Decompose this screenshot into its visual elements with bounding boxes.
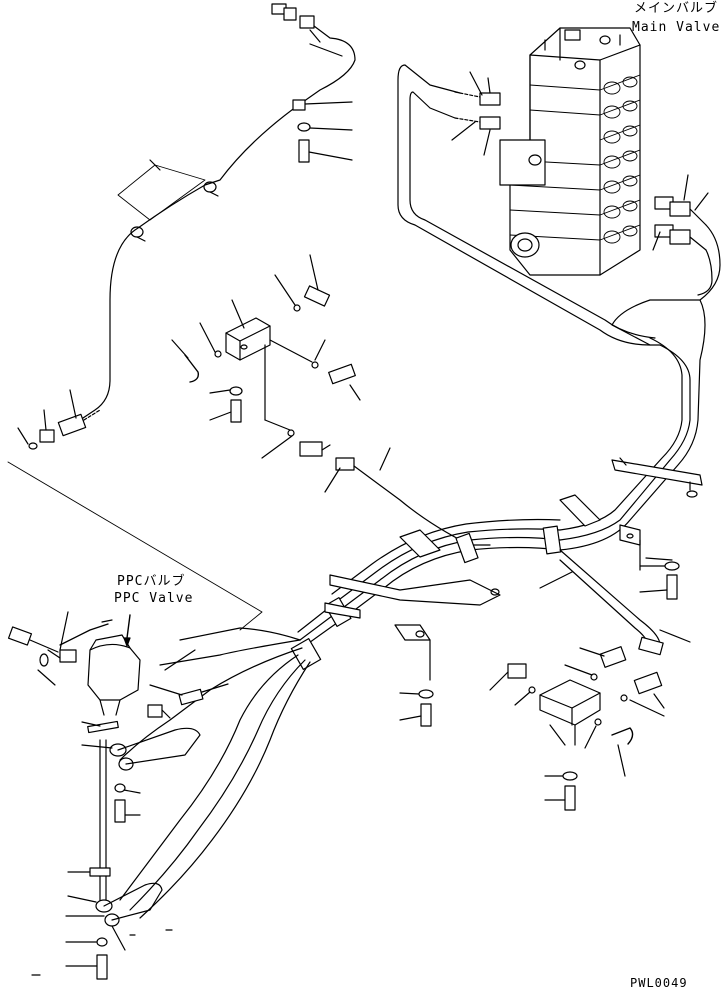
left-fittings	[18, 390, 100, 449]
bundle-brackets	[325, 458, 702, 680]
junction-block-lower	[490, 647, 664, 810]
main-valve-right-hoses	[560, 225, 720, 550]
junction-block-upper	[172, 255, 360, 470]
drawing-code: PWL0049	[630, 976, 688, 990]
ppc-valve	[9, 612, 228, 718]
main-valve-outlet-fittings	[653, 175, 708, 250]
right-lower-hose	[540, 550, 690, 655]
bracket-bolts	[400, 558, 679, 726]
ppc-rods	[60, 620, 112, 645]
ppc-valve-label-en: PPC Valve	[114, 591, 194, 606]
ppc-valve-label-jp: PPCバルブ	[117, 574, 186, 589]
top-left-hose	[80, 4, 355, 420]
leader-lines	[8, 462, 262, 975]
main-valve	[500, 28, 640, 275]
main-valve-inlet-fittings	[452, 72, 500, 155]
ppc-linkage	[66, 721, 200, 979]
main-valve-label-en: Main Valve	[632, 20, 721, 35]
hoses-to-ppc	[120, 628, 310, 918]
main-valve-label-jp: メインバルブ	[634, 1, 719, 16]
